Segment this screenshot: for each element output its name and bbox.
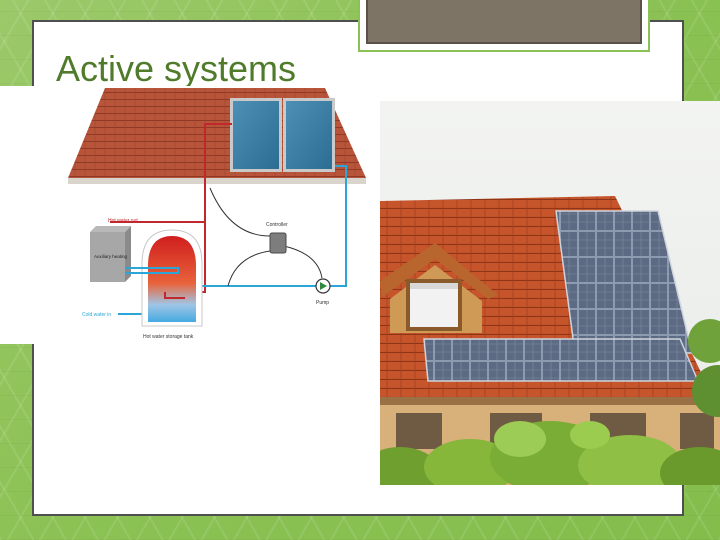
label-controller: Controller — [266, 222, 288, 228]
pump-wire — [284, 246, 322, 278]
house-photo-svg — [380, 101, 720, 485]
label-storage-tank: Hot water storage tank — [143, 334, 194, 340]
house-solar-photo — [380, 101, 720, 485]
label-pump: Pump — [316, 300, 329, 306]
diagram-svg: Hot water out Controller Auxiliary heati… — [0, 86, 378, 344]
label-auxiliary-heating: Auxiliary heating — [94, 254, 128, 259]
slide-title: Active systems — [56, 48, 296, 90]
storage-tank — [125, 230, 202, 326]
label-hot-water-out: Hot water out — [108, 218, 138, 224]
roof-eave — [68, 178, 366, 184]
sensor-wire-bottom — [228, 251, 270, 286]
label-cold-water-in: Cold water in — [82, 312, 111, 318]
solar-water-heating-diagram: Hot water out Controller Auxiliary heati… — [0, 86, 378, 344]
sensor-wire-top — [210, 188, 270, 236]
facade-beam — [380, 397, 720, 405]
controller-box — [270, 233, 286, 253]
title-tab-panel — [366, 0, 642, 44]
title-tab — [358, 0, 650, 52]
